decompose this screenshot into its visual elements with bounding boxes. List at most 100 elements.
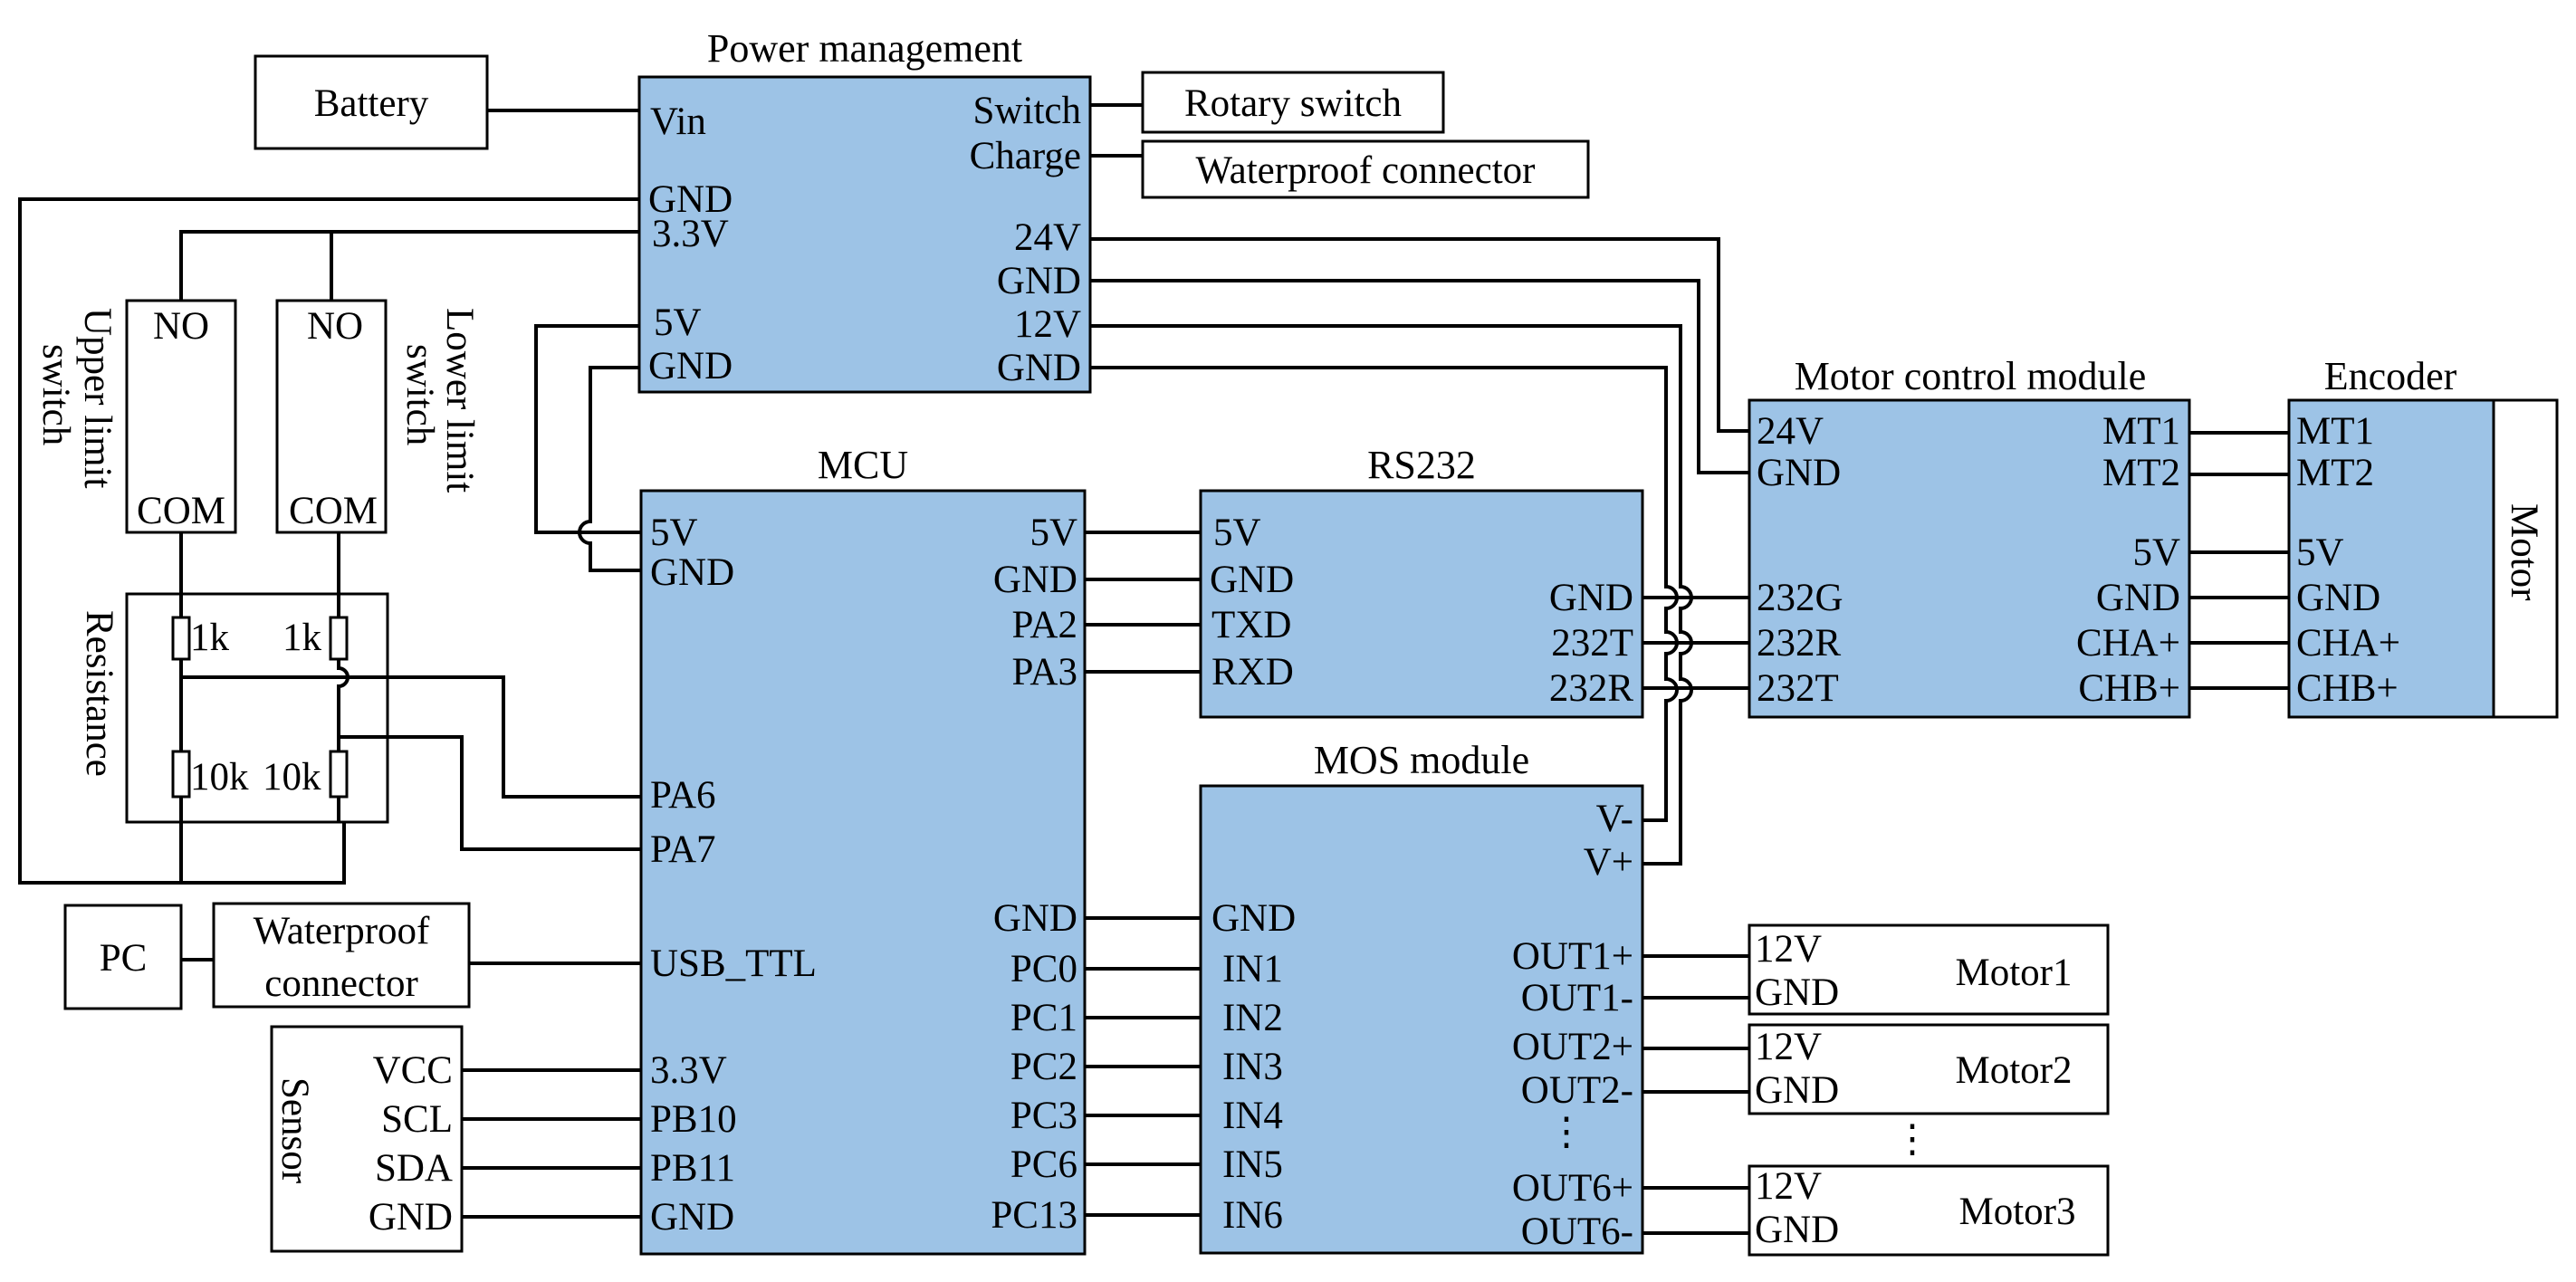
power-gnd-b: GND [648,345,733,387]
motor3-box [1748,1164,2110,1257]
upper-switch-label-2: switch [34,344,77,445]
resistor-10k-right [329,750,349,799]
rotary-switch-box [1141,71,1445,134]
mcu-pc13: PC13 [991,1194,1077,1237]
rs232-232t: 232T [1551,622,1633,665]
motor2-box [1748,1023,2110,1115]
upper-switch-com: COM [137,490,225,532]
motor-ctrl-24v: 24V [1757,410,1824,453]
motor-encoder-box [2492,398,2559,719]
resistance-box [125,592,389,824]
lower-switch-com: COM [289,490,378,532]
encoder-mt2: MT2 [2296,452,2374,494]
mcu-rgnd2: GND [993,897,1077,940]
motor2-name: Motor2 [1956,1049,2073,1092]
mos-in1: IN1 [1222,948,1283,990]
power-management-block [637,75,1092,394]
lower-switch-no: NO [307,305,363,348]
encoder-gnd: GND [2296,577,2380,619]
mos-in3: IN3 [1222,1046,1283,1088]
mos-out2m: OUT2- [1521,1069,1633,1112]
lower-switch-label-1: Lower limit [438,308,481,493]
motor1-name: Motor1 [1956,952,2073,994]
mos-title: MOS module [1314,738,1529,782]
motor-dots: ⋮ [1893,1118,1932,1161]
battery-label: Battery [314,82,429,125]
mos-out1m: OUT1- [1521,977,1633,1019]
motor2-12v: 12V [1755,1026,1822,1068]
mcu-rgnd: GND [993,559,1077,601]
motor2-gnd: GND [1755,1069,1839,1112]
mcu-gnd: GND [650,551,734,594]
encoder-chb: CHB+ [2296,667,2399,710]
rs232-rxd: RXD [1211,651,1294,694]
power-24v: 24V [1014,216,1081,259]
resistor-10k-right-label: 10k [263,756,321,799]
resistor-1k-left [171,616,191,661]
power-vin: Vin [650,100,706,143]
lower-switch-label-2: switch [398,344,441,445]
motor3-name: Motor3 [1959,1191,2076,1233]
mos-module-block [1199,784,1644,1255]
motor-ctrl-232t: 232T [1757,667,1839,710]
resistor-1k-right-label: 1k [282,617,322,659]
wire-pa7 [339,735,641,851]
motor-ctrl-cha: CHA+ [2076,622,2180,665]
rs232-gnd: GND [1210,559,1294,601]
mos-dots: ⋮ [1547,1111,1586,1153]
resistors [171,616,349,799]
wire-gnd-motor-ctrl [1090,279,1749,474]
power-switch: Switch [973,90,1081,132]
mos-out1p: OUT1+ [1512,935,1633,978]
motor3-gnd: GND [1755,1209,1839,1251]
power-gnd-c: GND [997,260,1081,302]
waterproof-top-label: Waterproof connector [1196,149,1536,192]
mcu-pa3: PA3 [1011,651,1077,694]
mos-gnd: GND [1211,897,1296,940]
mcu-pc2: PC2 [1010,1046,1077,1088]
wire-24v-motor-ctrl [1090,237,1749,433]
wire-power-5v-mcu [534,324,641,534]
mos-vplus: V+ [1584,841,1633,884]
motor1-gnd: GND [1755,971,1839,1014]
rs232-232r: 232R [1549,667,1634,710]
motor1-12v: 12V [1755,928,1822,971]
wires [18,103,2289,1235]
wire-3v3-switches [179,230,639,301]
motor-ctrl-mt1: MT1 [2102,410,2180,453]
mcu-5v: 5V [650,512,698,554]
power-5v: 5V [654,301,702,344]
mos-in4: IN4 [1222,1095,1283,1137]
resistor-10k-left-label: 10k [190,756,249,799]
motor-ctrl-rgnd: GND [2096,577,2180,619]
power-gnd-a: GND [648,178,733,221]
mos-in5: IN5 [1222,1143,1283,1186]
upper-switch-label-1: Upper limit [76,308,119,488]
waterproof-connector-left-box [212,902,471,1009]
rotary-switch-label: Rotary switch [1184,82,1402,125]
pc-box [63,904,183,1010]
motor1-box [1748,923,2110,1016]
sensor-box [270,1025,464,1253]
mcu-pa2: PA2 [1011,604,1077,646]
mos-in2: IN2 [1222,997,1283,1039]
motor-ctrl-232r: 232R [1757,622,1842,665]
mos-out2p: OUT2+ [1512,1026,1633,1068]
motor-ctrl-chb: CHB+ [2078,667,2180,710]
mos-out6p: OUT6+ [1512,1167,1633,1210]
mcu-block [639,489,1087,1256]
mcu-pa6: PA6 [650,774,716,817]
mcu-pc0: PC0 [1010,948,1077,990]
resistance-label: Resistance [78,610,120,777]
mos-in6: IN6 [1222,1194,1283,1237]
sensor-title: Sensor [273,1077,316,1183]
motor-ctrl-title: Motor control module [1795,354,2147,398]
encoder-5v: 5V [2296,531,2344,574]
power-gnd-d: GND [997,347,1081,389]
resistor-10k-left [171,750,191,799]
mcu-usb-ttl: USB_TTL [650,942,817,985]
pc-label: PC [100,937,148,980]
mcu-pb11: PB11 [650,1147,735,1190]
encoder-title: Encoder [2324,354,2457,398]
